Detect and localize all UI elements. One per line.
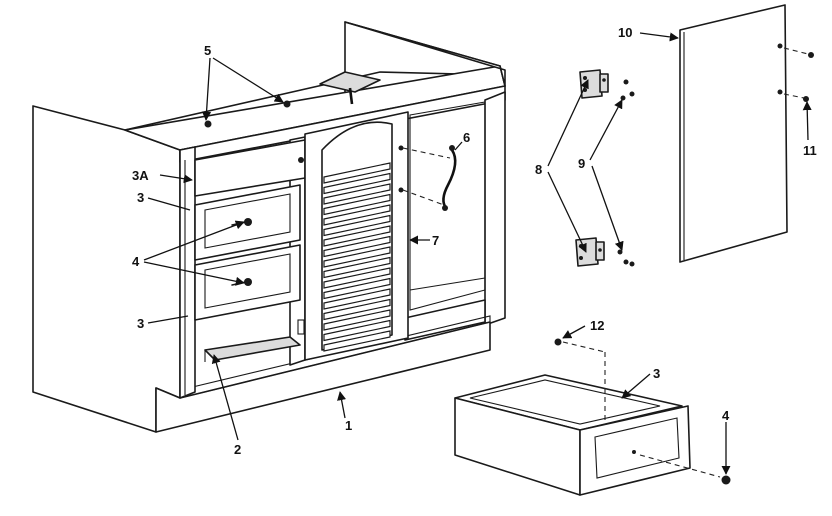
louver-slat [323,330,391,352]
louver-slat [323,309,391,331]
louver-slat [323,204,391,226]
louver-slat [323,172,391,195]
leader-lines [143,32,812,475]
loose-drawer [454,374,691,496]
left-stile [179,146,196,399]
louver-slat [323,193,391,216]
right-stile [484,91,506,326]
callout-11: 11 [803,143,817,158]
door-handle [398,145,457,211]
louver-slat [323,298,391,321]
callout-3a: 3A [132,168,149,183]
hinge-lower [575,237,605,267]
left-side-panel [32,105,181,433]
callout-3-top: 3 [137,190,144,205]
louver-slat [323,214,391,237]
louver-slat [323,183,391,205]
hinge-upper [579,69,609,99]
callout-3-low: 3 [137,316,144,331]
louver-slat [323,267,391,289]
right-compartment [409,101,486,311]
louver-slat [323,319,391,342]
callout-labels: 5 3A 3 4 3 2 1 6 7 8 9 10 11 12 3 4 [132,25,817,457]
callout-9: 9 [578,156,585,171]
callout-1: 1 [345,418,352,433]
louver-slat [323,277,391,300]
callout-3-drawer: 3 [653,366,660,381]
louver-slat [323,225,391,247]
callout-12: 12 [590,318,604,333]
hinge-screws [617,79,635,267]
end-panel [679,4,814,263]
louver-slats [323,162,391,352]
callout-8: 8 [535,162,542,177]
callout-2: 2 [234,442,241,457]
callout-6: 6 [463,130,470,145]
callout-10: 10 [618,25,632,40]
plinth [155,321,491,433]
louver-slat [323,162,391,184]
louvered-door [297,111,409,361]
louver-slat [323,256,391,279]
drawer-knob [639,454,731,485]
cabinet-body [32,21,506,433]
callout-7: 7 [432,233,439,248]
callout-5: 5 [204,43,211,58]
bottom-shelf [204,336,301,362]
louver-slat [323,288,391,310]
callout-4-left: 4 [132,254,140,269]
corner-bracket [319,71,381,105]
callout-4-right: 4 [722,408,730,423]
drawer-screw [554,338,606,425]
louver-slat [323,235,391,258]
screws-top [204,100,291,128]
louver-slat [323,246,391,268]
